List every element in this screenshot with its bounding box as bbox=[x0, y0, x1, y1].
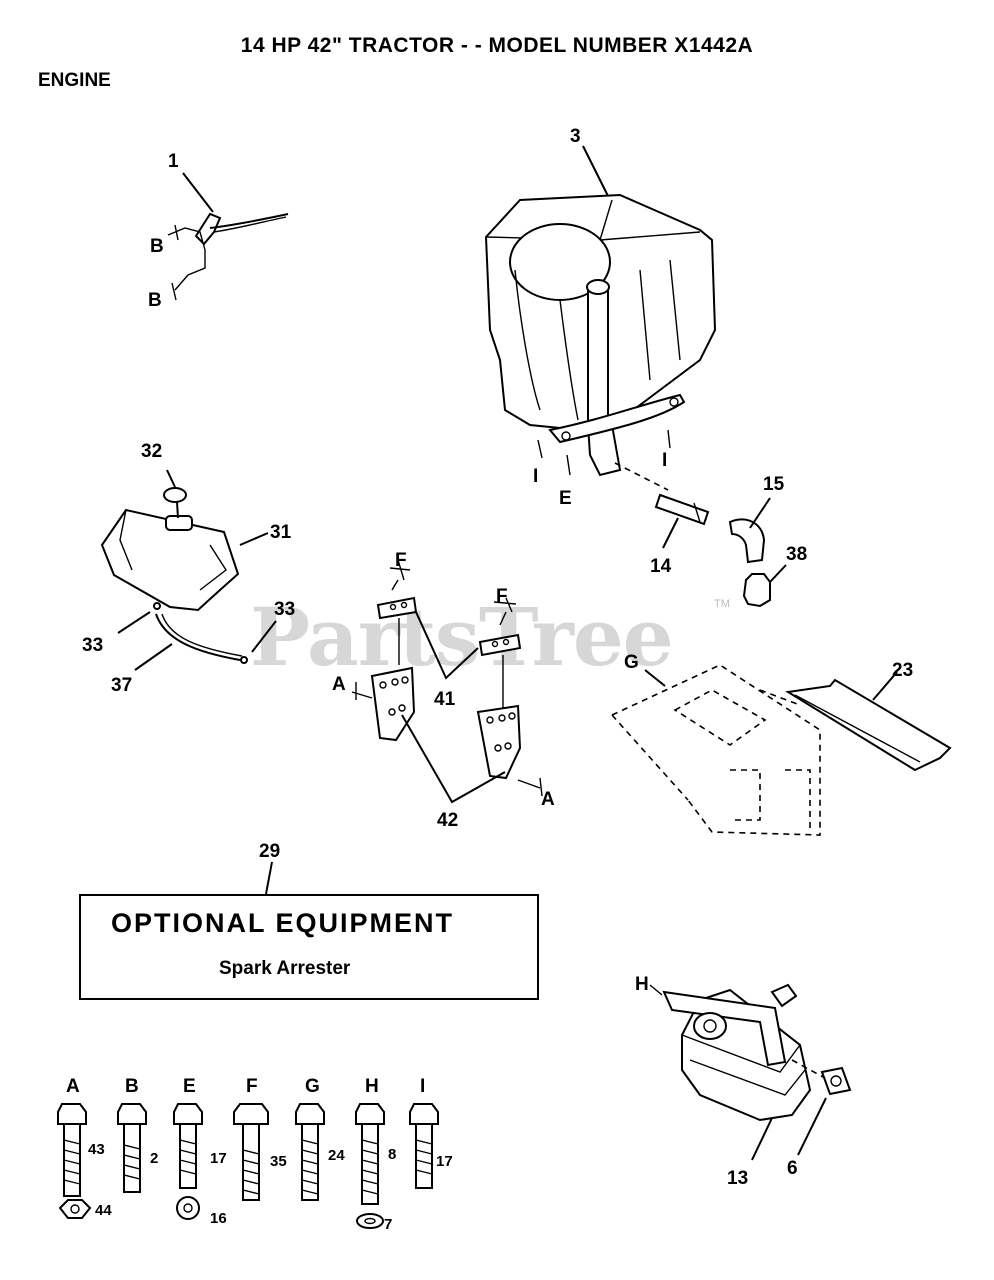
callout-42: 42 bbox=[437, 810, 458, 831]
ref-e: E bbox=[559, 488, 572, 509]
section-label: ENGINE bbox=[38, 70, 111, 91]
ref-b-lower: B bbox=[148, 290, 162, 311]
fuel-tank-part bbox=[100, 469, 277, 671]
watermark-trademark: TM bbox=[714, 598, 730, 610]
callout-33-left: 33 bbox=[82, 635, 103, 656]
hardware-num-h: 8 bbox=[388, 1146, 396, 1163]
ref-a-left: A bbox=[332, 674, 346, 695]
diagram-title: 14 HP 42" TRACTOR - - MODEL NUMBER X1442… bbox=[240, 34, 754, 57]
callout-32: 32 bbox=[141, 441, 162, 462]
hardware-num-i: 17 bbox=[436, 1153, 453, 1170]
callout-41: 41 bbox=[434, 689, 456, 710]
mounting-brackets bbox=[351, 559, 543, 804]
hardware-letter-i: I bbox=[420, 1076, 425, 1097]
ref-g: G bbox=[624, 652, 639, 673]
watermark: PartsTree bbox=[250, 590, 674, 684]
ref-h: H bbox=[635, 974, 649, 995]
callout-33-right: 33 bbox=[274, 599, 295, 620]
hardware-letter-h: H bbox=[365, 1076, 379, 1097]
ref-b-upper: B bbox=[150, 236, 164, 257]
hardware-num-b: 2 bbox=[150, 1150, 158, 1167]
callout-29-leader bbox=[265, 861, 273, 895]
hardware-letter-g: G bbox=[305, 1076, 320, 1097]
ref-i-right: I bbox=[662, 450, 667, 471]
throttle-control-part bbox=[167, 172, 289, 301]
hardware-row: A 43 44 B 2 E 17 16 F 35 G 24 bbox=[57, 1076, 453, 1233]
hardware-num-f: 35 bbox=[270, 1153, 287, 1170]
muffler-part bbox=[649, 983, 852, 1161]
ref-f-right: F bbox=[496, 586, 508, 607]
hardware-num-a: 43 bbox=[88, 1141, 105, 1158]
hardware-letter-e: E bbox=[183, 1076, 196, 1097]
callout-23: 23 bbox=[892, 660, 913, 681]
callout-1: 1 bbox=[168, 151, 179, 172]
callout-15: 15 bbox=[763, 474, 785, 495]
callout-6: 6 bbox=[787, 1158, 798, 1179]
heat-shield-part bbox=[611, 664, 952, 836]
oil-drain-fittings bbox=[654, 493, 787, 608]
optional-equipment-heading: OPTIONAL EQUIPMENT bbox=[111, 908, 455, 938]
ref-i-left: I bbox=[533, 466, 538, 487]
hardware-letter-a: A bbox=[66, 1076, 80, 1097]
callout-38: 38 bbox=[786, 544, 807, 565]
hardware-num-g: 24 bbox=[328, 1147, 345, 1164]
ref-f-left: F bbox=[395, 550, 407, 571]
callout-29: 29 bbox=[259, 841, 280, 862]
hardware-num-e: 17 bbox=[210, 1150, 227, 1167]
hardware-nut-44: 44 bbox=[95, 1202, 112, 1219]
engine-part bbox=[484, 145, 717, 491]
callout-31: 31 bbox=[270, 522, 292, 543]
optional-equipment-box: OPTIONAL EQUIPMENT Spark Arrester bbox=[79, 894, 539, 1000]
callout-14: 14 bbox=[650, 556, 672, 577]
optional-equipment-item: Spark Arrester bbox=[219, 958, 351, 979]
hardware-washer-7: 7 bbox=[384, 1216, 392, 1233]
hardware-letter-b: B bbox=[125, 1076, 139, 1097]
callout-3: 3 bbox=[570, 126, 581, 147]
callout-37: 37 bbox=[111, 675, 132, 696]
ref-a-right: A bbox=[541, 789, 555, 810]
callout-13: 13 bbox=[727, 1168, 748, 1189]
hardware-washer-16: 16 bbox=[210, 1210, 227, 1227]
hardware-letter-f: F bbox=[246, 1076, 258, 1097]
